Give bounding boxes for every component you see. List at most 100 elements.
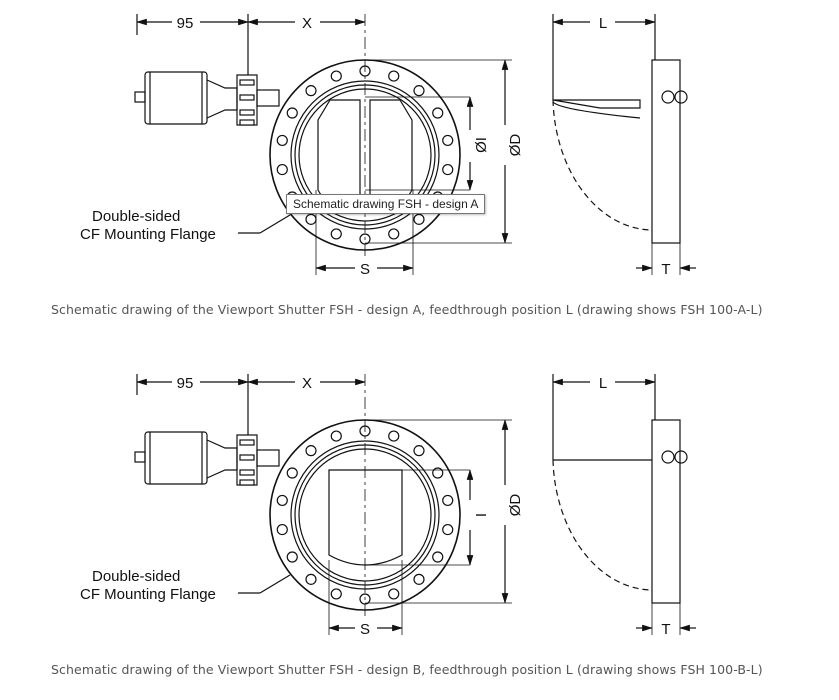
bolt-hole xyxy=(442,134,454,147)
flange-ring xyxy=(298,448,432,582)
figure-caption-a: Schematic drawing of the Viewport Shutte… xyxy=(51,302,763,317)
flange-ring xyxy=(294,84,436,226)
leader-line xyxy=(259,574,291,594)
arrowhead xyxy=(679,624,690,632)
dimension-phi-d: ØD xyxy=(507,494,524,517)
flange-ring xyxy=(294,444,436,586)
bolt-hole xyxy=(305,213,317,225)
schematic-drawing-design-a: 95 X L ØI ØD S T Double-sided CF Mountin… xyxy=(80,14,696,278)
flange-ring xyxy=(290,80,440,230)
bolt-hole xyxy=(432,467,444,479)
arrowhead xyxy=(238,378,249,386)
bolt-hole xyxy=(305,573,317,585)
feedthrough-taper xyxy=(206,439,238,479)
bolt-hole xyxy=(276,523,288,536)
arrowhead xyxy=(642,264,653,272)
bolt xyxy=(239,119,255,126)
bolt xyxy=(239,454,255,461)
side-view-plate xyxy=(651,59,681,244)
arrowhead xyxy=(355,18,366,26)
arrowhead xyxy=(328,624,339,632)
bolt-hole xyxy=(413,573,425,585)
feedthrough-neck xyxy=(256,449,280,467)
bolt-hole xyxy=(276,163,288,176)
feedthrough-body xyxy=(144,431,208,485)
bolt-hole xyxy=(442,163,454,176)
shutter-swing-arc xyxy=(552,99,653,231)
arrowhead xyxy=(501,593,509,604)
figure-caption-b: Schematic drawing of the Viewport Shutte… xyxy=(51,662,763,677)
bolt-hole xyxy=(413,445,425,457)
bolt xyxy=(239,479,255,486)
shutter-window xyxy=(328,469,403,566)
arrowhead xyxy=(552,18,563,26)
bolt-hole xyxy=(359,593,371,605)
bolt xyxy=(239,109,255,116)
dimension-s: S xyxy=(360,621,370,638)
flange-ring xyxy=(298,88,432,222)
flange-ring xyxy=(290,440,440,590)
arrowhead xyxy=(392,624,403,632)
feedthrough-hole xyxy=(661,90,675,104)
arrowhead xyxy=(466,555,474,566)
bolt-hole xyxy=(388,70,400,82)
dimension-t: T xyxy=(661,621,670,638)
bolt-hole xyxy=(305,445,317,457)
bolt-hole xyxy=(276,134,288,147)
shutter-swing-arc xyxy=(552,459,653,591)
feedthrough-hole xyxy=(674,450,688,464)
bolt-hole xyxy=(442,523,454,536)
dimension-x: X xyxy=(302,15,312,32)
dimension-phi-i: ØI xyxy=(473,137,490,153)
arrowhead xyxy=(315,264,326,272)
bolt-hole xyxy=(286,551,298,563)
bolt-hole xyxy=(276,494,288,507)
bolt-hole xyxy=(388,588,400,600)
arrowhead xyxy=(642,624,653,632)
bolt-hole xyxy=(359,233,371,245)
shutter-arm xyxy=(552,101,641,119)
bolt-hole xyxy=(359,65,371,77)
arrowhead xyxy=(679,264,690,272)
bolt xyxy=(239,79,255,86)
dimension-i: I xyxy=(473,513,490,517)
arrowhead xyxy=(136,18,147,26)
bolt-hole xyxy=(442,494,454,507)
arrowhead xyxy=(403,264,414,272)
arrowhead xyxy=(355,378,366,386)
arrowhead xyxy=(466,469,474,480)
arrowhead xyxy=(238,18,249,26)
bolt-hole xyxy=(330,228,342,240)
feedthrough-knob xyxy=(134,91,146,103)
arrowhead xyxy=(136,378,147,386)
flange-label-line2: CF Mounting Flange xyxy=(80,226,216,243)
flange-label-line1: Double-sided xyxy=(92,568,180,585)
arrowhead xyxy=(501,419,509,430)
feedthrough-hole xyxy=(661,450,675,464)
leader-line xyxy=(259,214,291,234)
arrowhead xyxy=(247,18,258,26)
dimension-95: 95 xyxy=(177,15,194,32)
feedthrough-hole xyxy=(674,90,688,104)
arrowhead xyxy=(645,378,656,386)
dimension-x: X xyxy=(302,375,312,392)
bolt-hole xyxy=(330,430,342,442)
dimension-phi-d: ØD xyxy=(507,134,524,157)
dimension-s: S xyxy=(360,261,370,278)
bolt xyxy=(239,469,255,476)
dimension-l: L xyxy=(599,375,607,392)
bolt-hole xyxy=(413,213,425,225)
bolt-hole xyxy=(413,85,425,97)
arrowhead xyxy=(247,378,258,386)
arrowhead xyxy=(466,180,474,191)
arrowhead xyxy=(501,59,509,70)
bolt-hole xyxy=(359,425,371,437)
bolt-hole xyxy=(330,70,342,82)
feedthrough-neck xyxy=(256,89,280,107)
tooltip: Schematic drawing FSH - design A xyxy=(286,194,486,214)
bolt-hole xyxy=(305,85,317,97)
feedthrough-taper xyxy=(206,79,238,119)
dimension-t: T xyxy=(661,261,670,278)
side-view-plate xyxy=(651,419,681,604)
flange-label-line2: CF Mounting Flange xyxy=(80,586,216,603)
